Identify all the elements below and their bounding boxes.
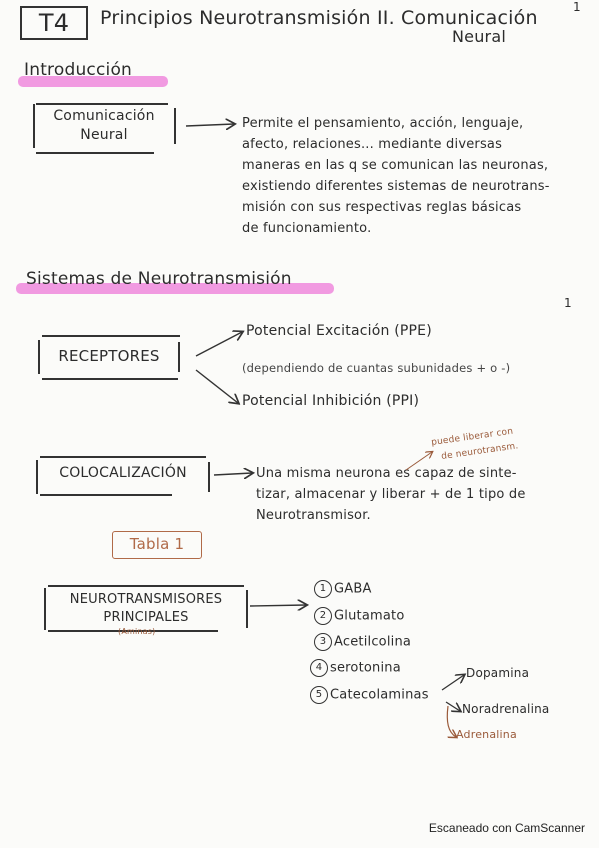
label-bracket-left: [44, 588, 46, 630]
label-bracket-right: [246, 590, 248, 628]
arrow-noradrenalina: [445, 701, 460, 711]
nt-number: 4: [310, 659, 328, 677]
catecolamina-dopamina: Dopamina: [466, 666, 530, 680]
catecolamina-noradrenalina: Noradrenalina: [462, 702, 550, 716]
label-rule-top: [42, 335, 180, 337]
heading-highlight-sistemas: [16, 283, 334, 294]
label-bracket-left: [36, 460, 38, 494]
label-aminas-note: (Aminas): [118, 627, 156, 636]
colocalizacion-line: Neurotransmisor.: [256, 508, 371, 523]
nt-number: 2: [314, 607, 332, 625]
label-rule-top: [36, 103, 168, 105]
nt-number: 1: [314, 580, 332, 598]
intro-text: Permite el pensamiento, acción, lenguaje…: [242, 113, 550, 239]
label-rule-top: [48, 585, 244, 587]
colocalizacion-text: Una misma neurona es capaz de sinte- tiz…: [256, 463, 526, 526]
receptor-note: (dependiendo de cuantas subunidades + o …: [242, 361, 511, 375]
corner-mark: 1: [573, 0, 581, 14]
heading-sistemas: Sistemas de Neurotransmisión: [26, 269, 292, 289]
intro-line: afecto, relaciones... mediante diversas: [242, 137, 503, 152]
intro-line: misión con sus respectivas reglas básica…: [242, 200, 522, 215]
label-bracket-left: [33, 104, 35, 148]
catecolamina-adrenalina: Adrenalina: [456, 728, 517, 741]
nt-label: Acetilcolina: [334, 634, 412, 650]
arrow-colocalizacion: [213, 473, 252, 475]
receptor-ppi: Potencial Inhibición (PPI): [242, 393, 420, 409]
arrow-ppi: [195, 369, 238, 403]
label-bracket-right: [178, 342, 180, 372]
intro-line: de funcionamiento.: [242, 221, 372, 236]
label-bracket-right: [208, 462, 210, 492]
label-neurotransmisores: NEUROTRANSMISORES: [69, 592, 223, 607]
label-comunicacion: Comunicación: [53, 108, 155, 124]
arrow-adrenalina: [446, 705, 456, 737]
page-title: Principios Neurotransmisión II. Comunica…: [100, 7, 538, 29]
label-rule-bottom: [36, 152, 154, 154]
nt-label: GABA: [334, 581, 372, 597]
heading-highlight-intro: [18, 76, 168, 87]
label-receptores: RECEPTORES: [58, 347, 160, 365]
intro-line: Permite el pensamiento, acción, lenguaje…: [242, 116, 524, 131]
topic-box: T4: [20, 6, 88, 40]
receptor-ppe: Potencial Excitación (PPE): [246, 323, 432, 339]
nt-label: Glutamato: [334, 608, 405, 624]
label-colocalizacion: COLOCALIZACIÓN: [59, 465, 187, 481]
label-neural: Neural: [80, 127, 128, 143]
nt-label: serotonina: [330, 660, 401, 676]
colocalizacion-line: tizar, almacenar y liberar + de 1 tipo d…: [256, 487, 526, 502]
label-rule-bottom: [48, 630, 218, 632]
arrow-dopamina: [441, 675, 464, 691]
label-rule-bottom: [40, 494, 172, 496]
arrow-neurotransmisores: [249, 605, 306, 606]
nt-number: 5: [310, 686, 328, 704]
scanner-watermark: Escaneado con CamScanner: [428, 821, 585, 835]
intro-line: existiendo diferentes sistemas de neurot…: [242, 179, 550, 194]
intro-line: maneras en las q se comunican las neuron…: [242, 158, 549, 173]
nt-label: Catecolaminas: [330, 687, 429, 703]
tabla-1-box: Tabla 1: [112, 531, 202, 559]
heading-introduccion: Introducción: [24, 60, 133, 80]
side-mark: 1: [564, 296, 572, 310]
label-bracket-left: [38, 340, 40, 374]
label-rule-bottom: [42, 378, 178, 380]
label-principales: PRINCIPALES: [103, 610, 189, 625]
label-rule-top: [40, 456, 206, 458]
arrow-intro: [185, 124, 234, 126]
arrow-ppe: [195, 332, 242, 357]
label-bracket-right: [174, 108, 176, 144]
page-title-line2: Neural: [452, 27, 506, 46]
colocalizacion-line: Una misma neurona es capaz de sinte-: [256, 466, 517, 481]
nt-number: 3: [314, 633, 332, 651]
